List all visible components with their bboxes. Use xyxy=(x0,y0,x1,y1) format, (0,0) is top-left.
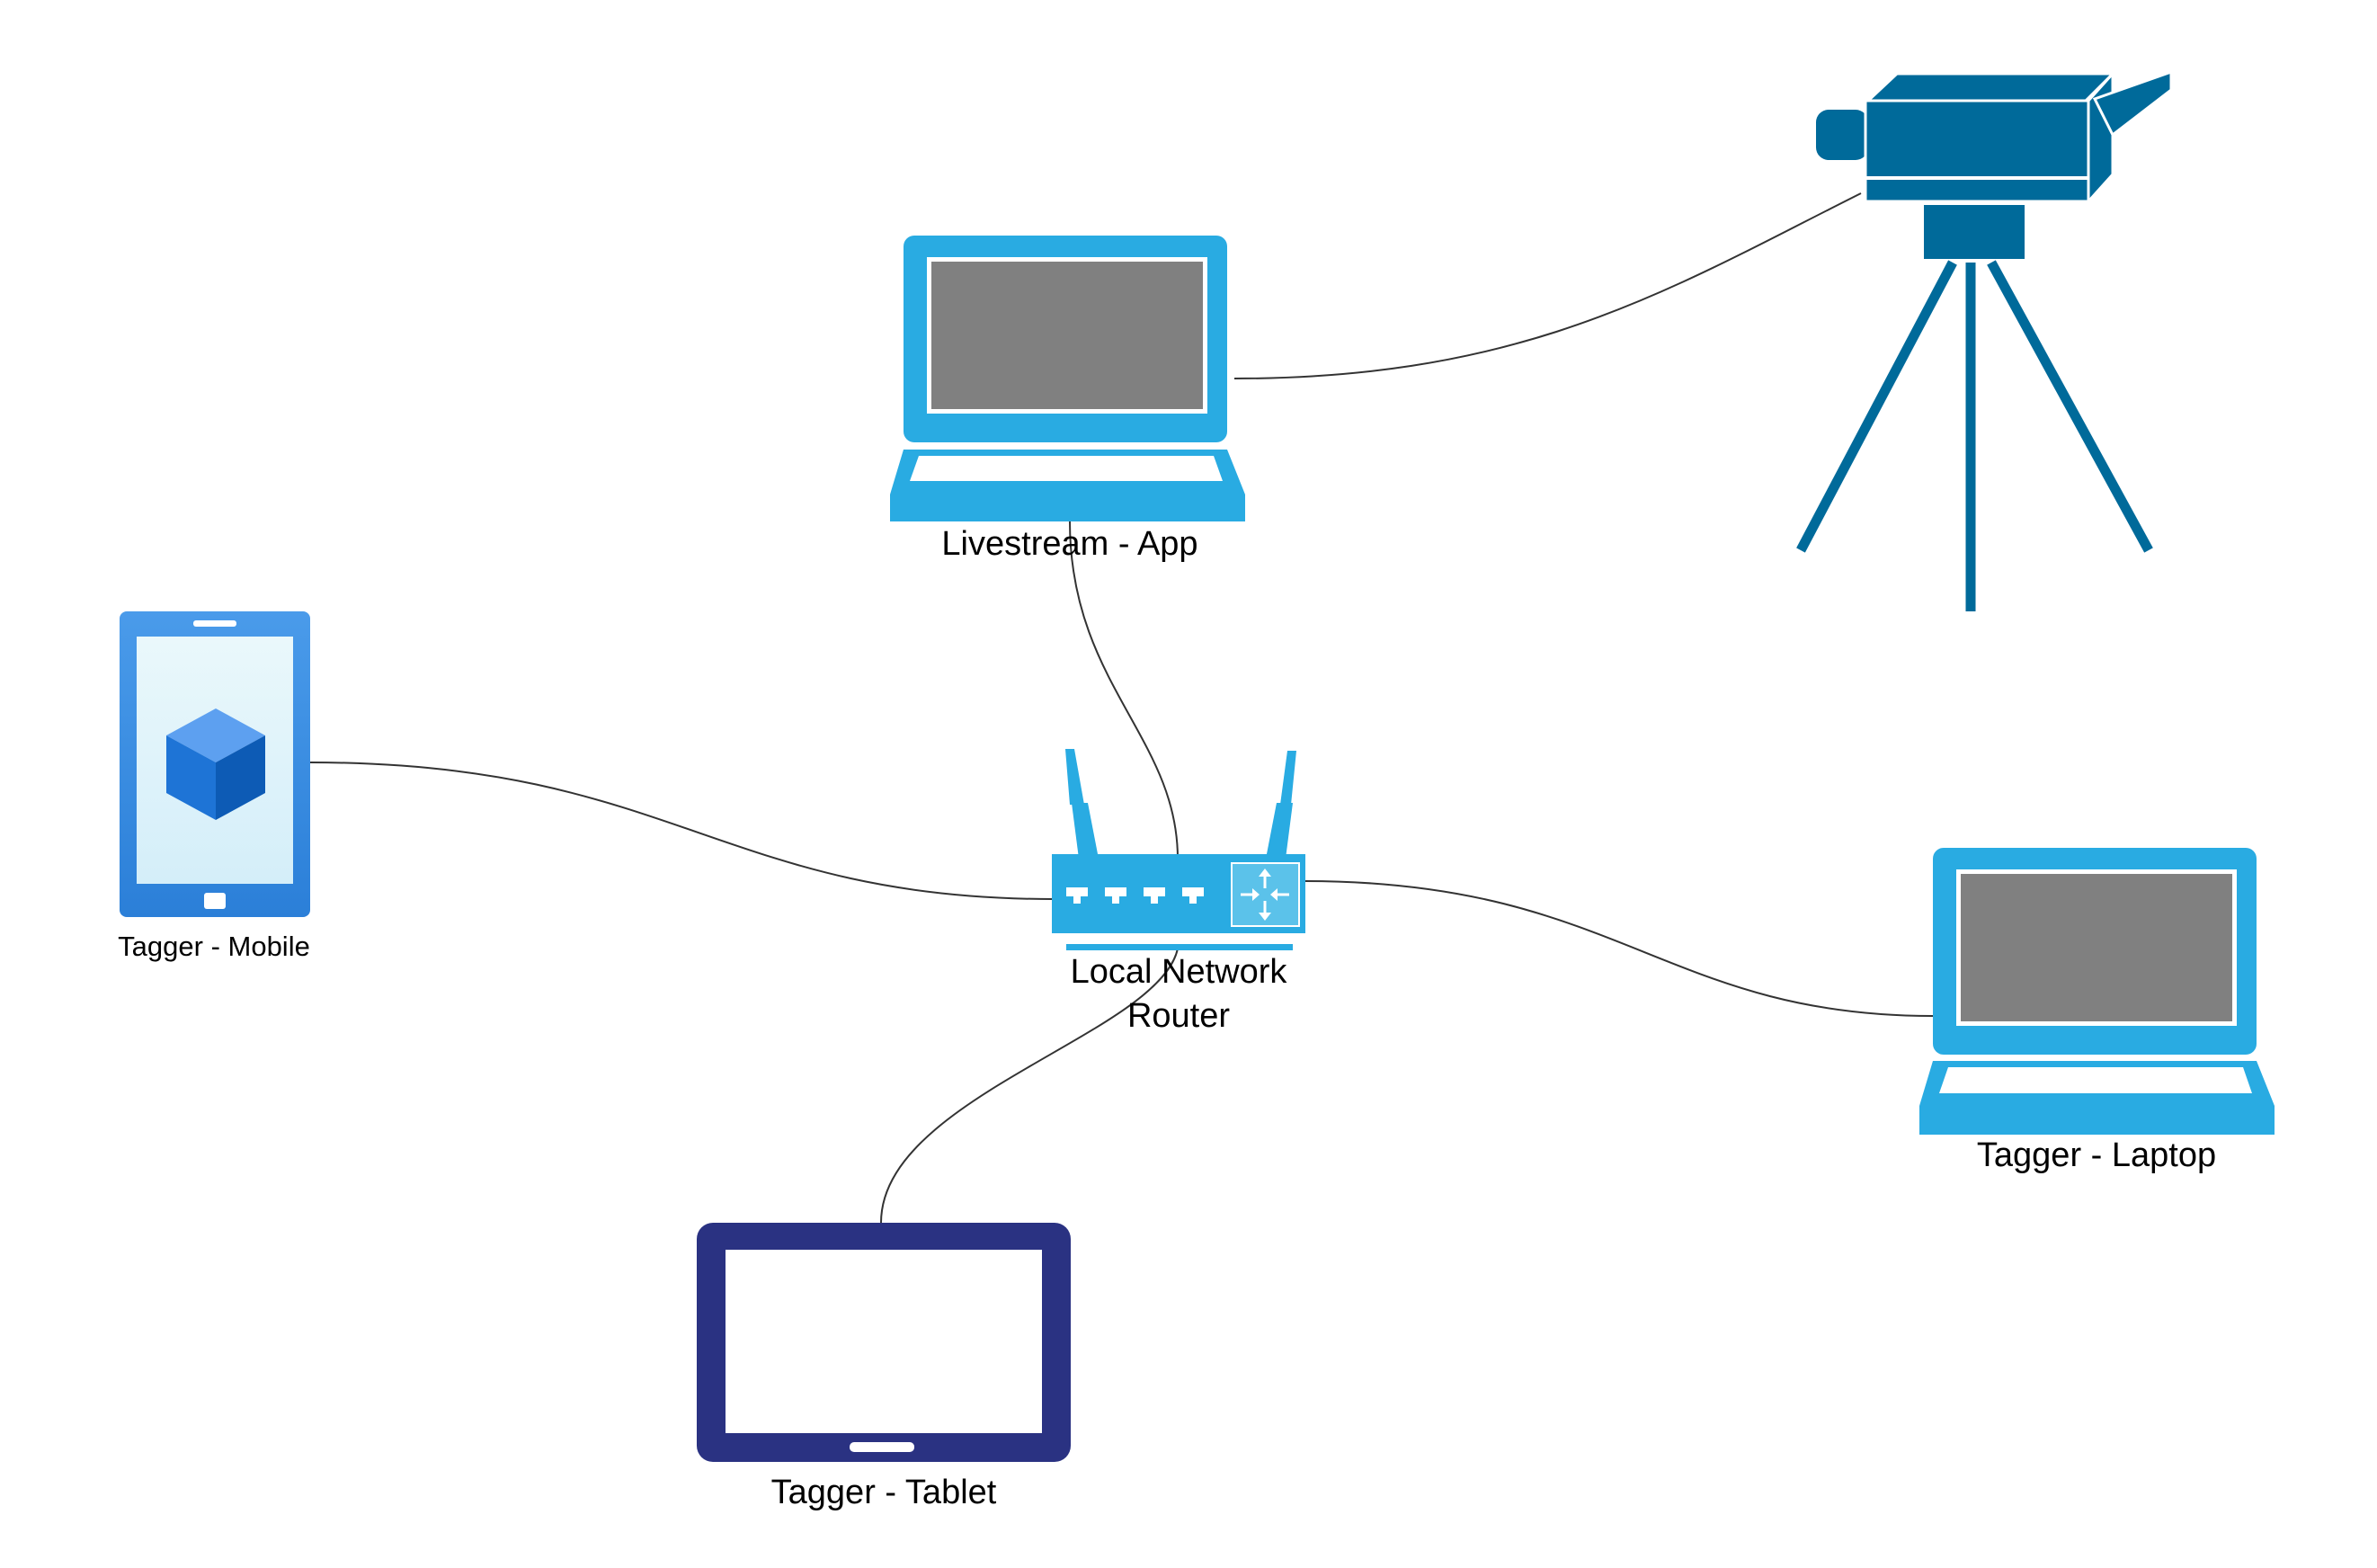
router[interactable]: Local Network Router xyxy=(1052,749,1305,1035)
tagger-mobile-label: Tagger - Mobile xyxy=(118,931,310,962)
wireless-router-icon xyxy=(1052,749,1305,950)
livestream-laptop[interactable]: Livestream - App xyxy=(890,236,1245,563)
connector-router-to-tablet xyxy=(880,948,1179,1224)
tagger-mobile[interactable]: Tagger - Mobile xyxy=(118,611,310,962)
tagger-laptop[interactable]: Tagger - Laptop xyxy=(1919,848,2275,1174)
connector-livestream-to-router xyxy=(1069,521,1179,860)
connector-livestream-to-camera xyxy=(1233,192,1862,379)
laptop-icon xyxy=(1919,848,2275,1135)
laptop-icon xyxy=(890,236,1245,521)
tagger-laptop-label: Tagger - Laptop xyxy=(1977,1136,2216,1174)
tagger-tablet-label: Tagger - Tablet xyxy=(771,1474,997,1511)
mobile-phone-icon xyxy=(120,611,310,917)
connector-mobile-to-router xyxy=(309,762,1055,900)
video-camera-tripod-icon[interactable] xyxy=(1796,69,2173,611)
tablet-icon xyxy=(697,1223,1071,1462)
livestream-app-label: Livestream - App xyxy=(941,525,1197,563)
connector-router-to-laptop xyxy=(1304,880,1934,1017)
tagger-tablet[interactable]: Tagger - Tablet xyxy=(697,1223,1071,1511)
router-label-line2: Router xyxy=(1127,997,1230,1035)
connectors xyxy=(309,192,1934,1224)
router-label-line1: Local Network xyxy=(1071,953,1288,991)
